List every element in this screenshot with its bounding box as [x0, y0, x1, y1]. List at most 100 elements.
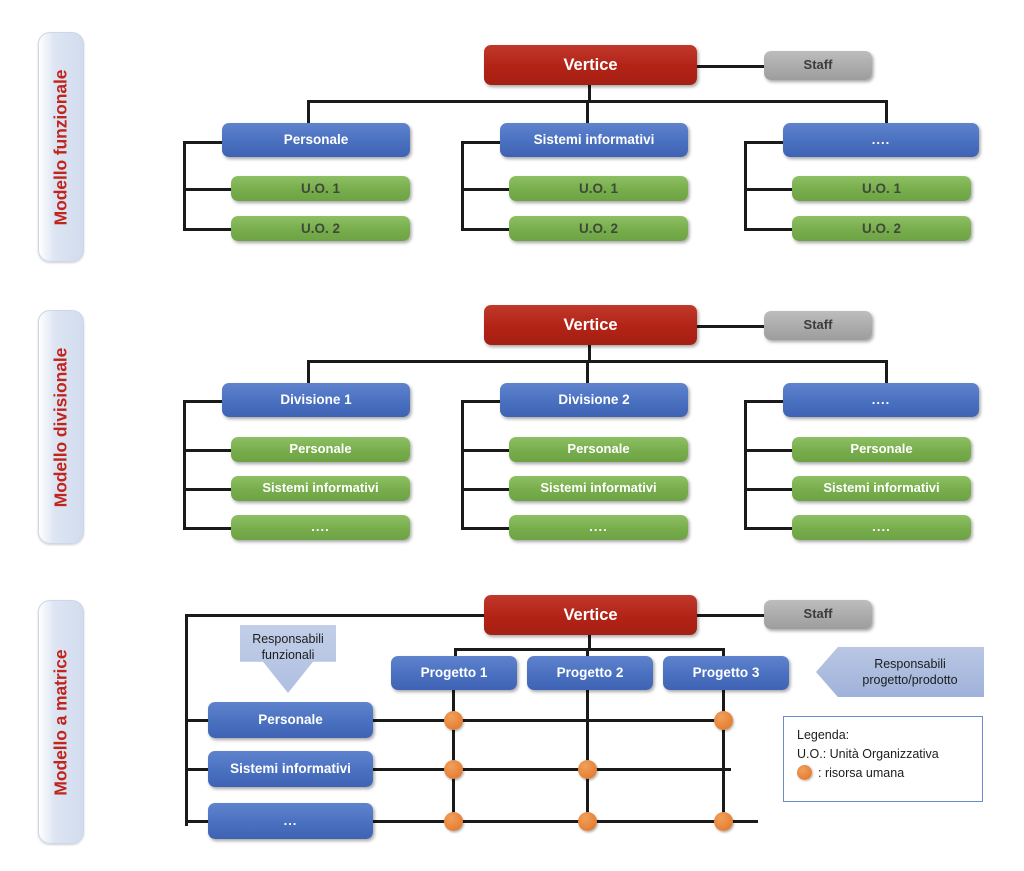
- node-col2-head-divisionale[interactable]: Divisione 2: [500, 383, 688, 417]
- connector-vertice-left-3: [185, 614, 485, 617]
- node-col1-head-funzionale[interactable]: Personale: [222, 123, 410, 157]
- spine-col3-1: [744, 141, 747, 231]
- node-label: Divisione 2: [558, 392, 630, 408]
- node-label: Progetto 2: [556, 665, 624, 681]
- spine-col2-head-1: [461, 141, 506, 144]
- resource-dot-r1c1[interactable]: [444, 711, 463, 730]
- spine-col3-child3-2: [744, 527, 794, 530]
- node-label: U.O. 1: [861, 180, 901, 196]
- node-funzione-1[interactable]: Personale: [208, 702, 373, 738]
- resource-dot-r2c1[interactable]: [444, 760, 463, 779]
- node-label: ....: [871, 131, 891, 147]
- node-funzione-2[interactable]: Sistemi informativi: [208, 751, 373, 787]
- spine-col3-head-2: [744, 400, 789, 403]
- legend-resource-label: : risorsa umana: [818, 765, 905, 780]
- spine-col1-head-2: [183, 400, 228, 403]
- spine-col1-child1-1: [183, 188, 233, 191]
- node-col2-child1-funzionale[interactable]: U.O. 1: [509, 176, 688, 201]
- connector-staff-3: [697, 614, 764, 617]
- node-label: Staff: [803, 317, 833, 333]
- node-col3-child1-divisionale[interactable]: Personale: [792, 437, 971, 462]
- node-col2-child2-divisionale[interactable]: Sistemi informativi: [509, 476, 688, 501]
- node-staff-matrice[interactable]: Staff: [764, 600, 872, 629]
- node-col2-child3-divisionale[interactable]: ....: [509, 515, 688, 540]
- spine-col1-child2-1: [183, 228, 233, 231]
- callout-responsabili-progetto: Responsabili progetto/prodotto: [816, 647, 984, 697]
- node-progetto-2[interactable]: Progetto 2: [527, 656, 653, 690]
- node-col2-child2-funzionale[interactable]: U.O. 2: [509, 216, 688, 241]
- spine-col3-head-1: [744, 141, 789, 144]
- spine-col3-child2-1: [744, 228, 794, 231]
- node-label: Vertice: [563, 605, 618, 624]
- connector-drop-c2-2: [586, 360, 589, 385]
- node-col1-child1-divisionale[interactable]: Personale: [231, 437, 410, 462]
- node-label: Progetto 3: [692, 665, 760, 681]
- node-col3-child1-funzionale[interactable]: U.O. 1: [792, 176, 971, 201]
- connector-drop-p3-3: [722, 648, 725, 660]
- node-col3-child2-divisionale[interactable]: Sistemi informativi: [792, 476, 971, 501]
- node-col3-child3-divisionale[interactable]: ....: [792, 515, 971, 540]
- stub-funzione-2: [185, 768, 221, 771]
- callout-line-1: Responsabili: [252, 632, 324, 646]
- node-label: Sistemi informativi: [262, 480, 379, 496]
- node-label: U.O. 2: [861, 220, 901, 236]
- node-label: ....: [872, 519, 891, 535]
- spine-col2-1: [461, 141, 464, 231]
- node-staff-divisionale[interactable]: Staff: [764, 311, 872, 340]
- node-vertice-matrice[interactable]: Vertice: [484, 595, 697, 635]
- node-label: Sistemi informativi: [540, 480, 657, 496]
- node-vertice-funzionale[interactable]: Vertice: [484, 45, 697, 85]
- rail-funzione-3: [358, 820, 758, 823]
- node-staff-funzionale[interactable]: Staff: [764, 51, 872, 80]
- node-label: U.O. 2: [300, 220, 340, 236]
- node-col1-child2-funzionale[interactable]: U.O. 2: [231, 216, 410, 241]
- spine-col1-2: [183, 400, 186, 530]
- node-col2-child1-divisionale[interactable]: Personale: [509, 437, 688, 462]
- resource-dot-r3c1[interactable]: [444, 812, 463, 831]
- node-label: Personale: [258, 712, 323, 728]
- spine-col1-1: [183, 141, 186, 231]
- spine-col1-child3-2: [183, 527, 233, 530]
- spine-col2-child1-2: [461, 449, 511, 452]
- spine-col3-child2-2: [744, 488, 794, 491]
- node-col1-child1-funzionale[interactable]: U.O. 1: [231, 176, 410, 201]
- connector-bus-2: [307, 360, 888, 363]
- legend-title: Legenda:: [797, 728, 850, 742]
- node-col3-head-funzionale[interactable]: ....: [783, 123, 979, 157]
- spine-col3-2: [744, 400, 747, 530]
- rail-progetto-1: [452, 688, 455, 828]
- node-label: ....: [589, 519, 608, 535]
- stub-funzione-1: [185, 719, 221, 722]
- resource-dot-r3c3[interactable]: [714, 812, 733, 831]
- node-col1-child2-divisionale[interactable]: Sistemi informativi: [231, 476, 410, 501]
- legend-box: Legenda: U.O.: Unità Organizzativa : ris…: [783, 716, 983, 802]
- connector-drop-p1-3: [454, 648, 457, 660]
- node-label: ....: [871, 391, 891, 407]
- node-col1-child3-divisionale[interactable]: ....: [231, 515, 410, 540]
- section-rail-label: Modello divisionale: [50, 347, 71, 507]
- node-col2-head-funzionale[interactable]: Sistemi informativi: [500, 123, 688, 157]
- node-col3-head-divisionale[interactable]: ....: [783, 383, 979, 417]
- rail-progetto-2: [586, 688, 589, 828]
- node-funzione-3[interactable]: ...: [208, 803, 373, 839]
- node-col3-child2-funzionale[interactable]: U.O. 2: [792, 216, 971, 241]
- node-col1-head-divisionale[interactable]: Divisione 1: [222, 383, 410, 417]
- section-rail-label: Modello funzionale: [50, 69, 71, 225]
- callout-line-1: Responsabili: [874, 657, 946, 671]
- resource-dot-r1c3[interactable]: [714, 711, 733, 730]
- spine-col1-child1-2: [183, 449, 233, 452]
- node-progetto-1[interactable]: Progetto 1: [391, 656, 517, 690]
- node-label: Vertice: [563, 55, 618, 74]
- node-label: ....: [311, 519, 330, 535]
- resource-dot-r3c2[interactable]: [578, 812, 597, 831]
- connector-drop-c2-1: [586, 100, 589, 125]
- node-progetto-3[interactable]: Progetto 3: [663, 656, 789, 690]
- connector-top-stem-3: [588, 634, 591, 650]
- node-label: Progetto 1: [420, 665, 488, 681]
- resource-dot-r2c2[interactable]: [578, 760, 597, 779]
- node-label: U.O. 2: [578, 220, 618, 236]
- rail-progetto-3: [722, 688, 725, 828]
- node-vertice-divisionale[interactable]: Vertice: [484, 305, 697, 345]
- legend-abbreviation: U.O.: Unità Organizzativa: [797, 746, 939, 761]
